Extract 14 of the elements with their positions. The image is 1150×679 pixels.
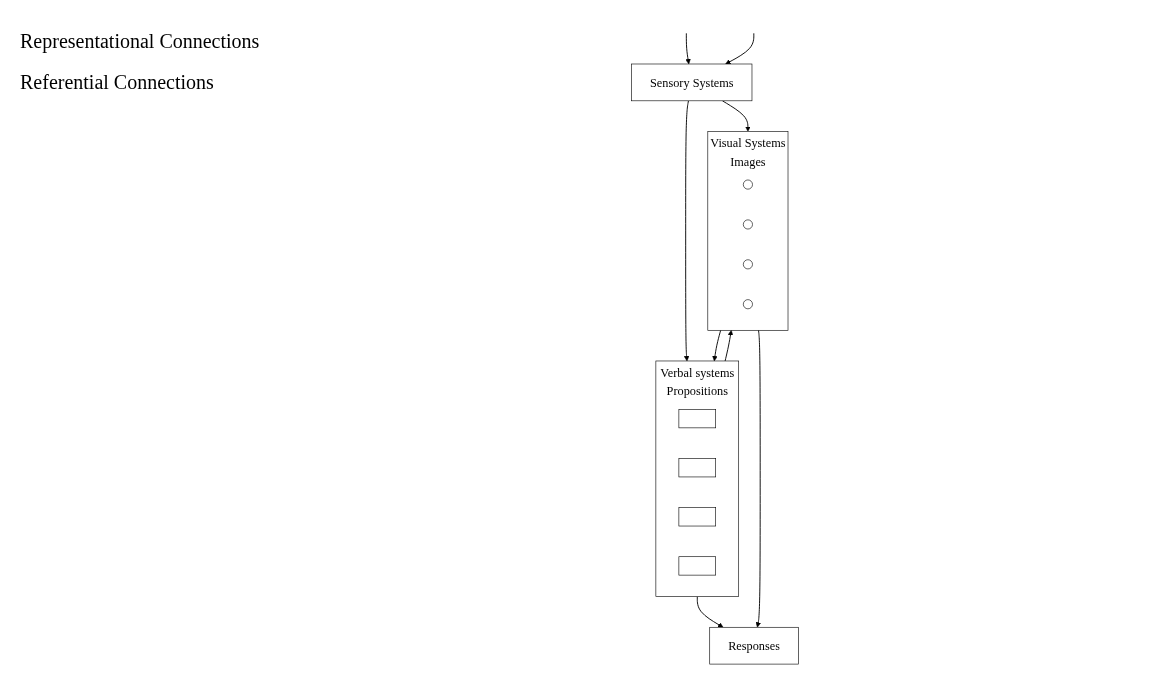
cluster: Verbal systems Propositions xyxy=(655,360,739,597)
node-box xyxy=(678,409,716,429)
node-circle xyxy=(743,219,753,230)
node-circle xyxy=(743,179,753,190)
connection-label: Representational Connections xyxy=(20,30,261,53)
cluster: Visual Systems Images xyxy=(707,131,789,331)
node-circle xyxy=(743,259,753,270)
connection-label: Referential Connections xyxy=(20,71,215,94)
node-box xyxy=(678,556,716,576)
node-circle xyxy=(743,299,753,310)
node-box xyxy=(678,458,716,478)
node-box: Sensory Systems xyxy=(631,63,753,102)
node-box: Responses xyxy=(709,626,799,665)
node-box xyxy=(678,507,716,527)
